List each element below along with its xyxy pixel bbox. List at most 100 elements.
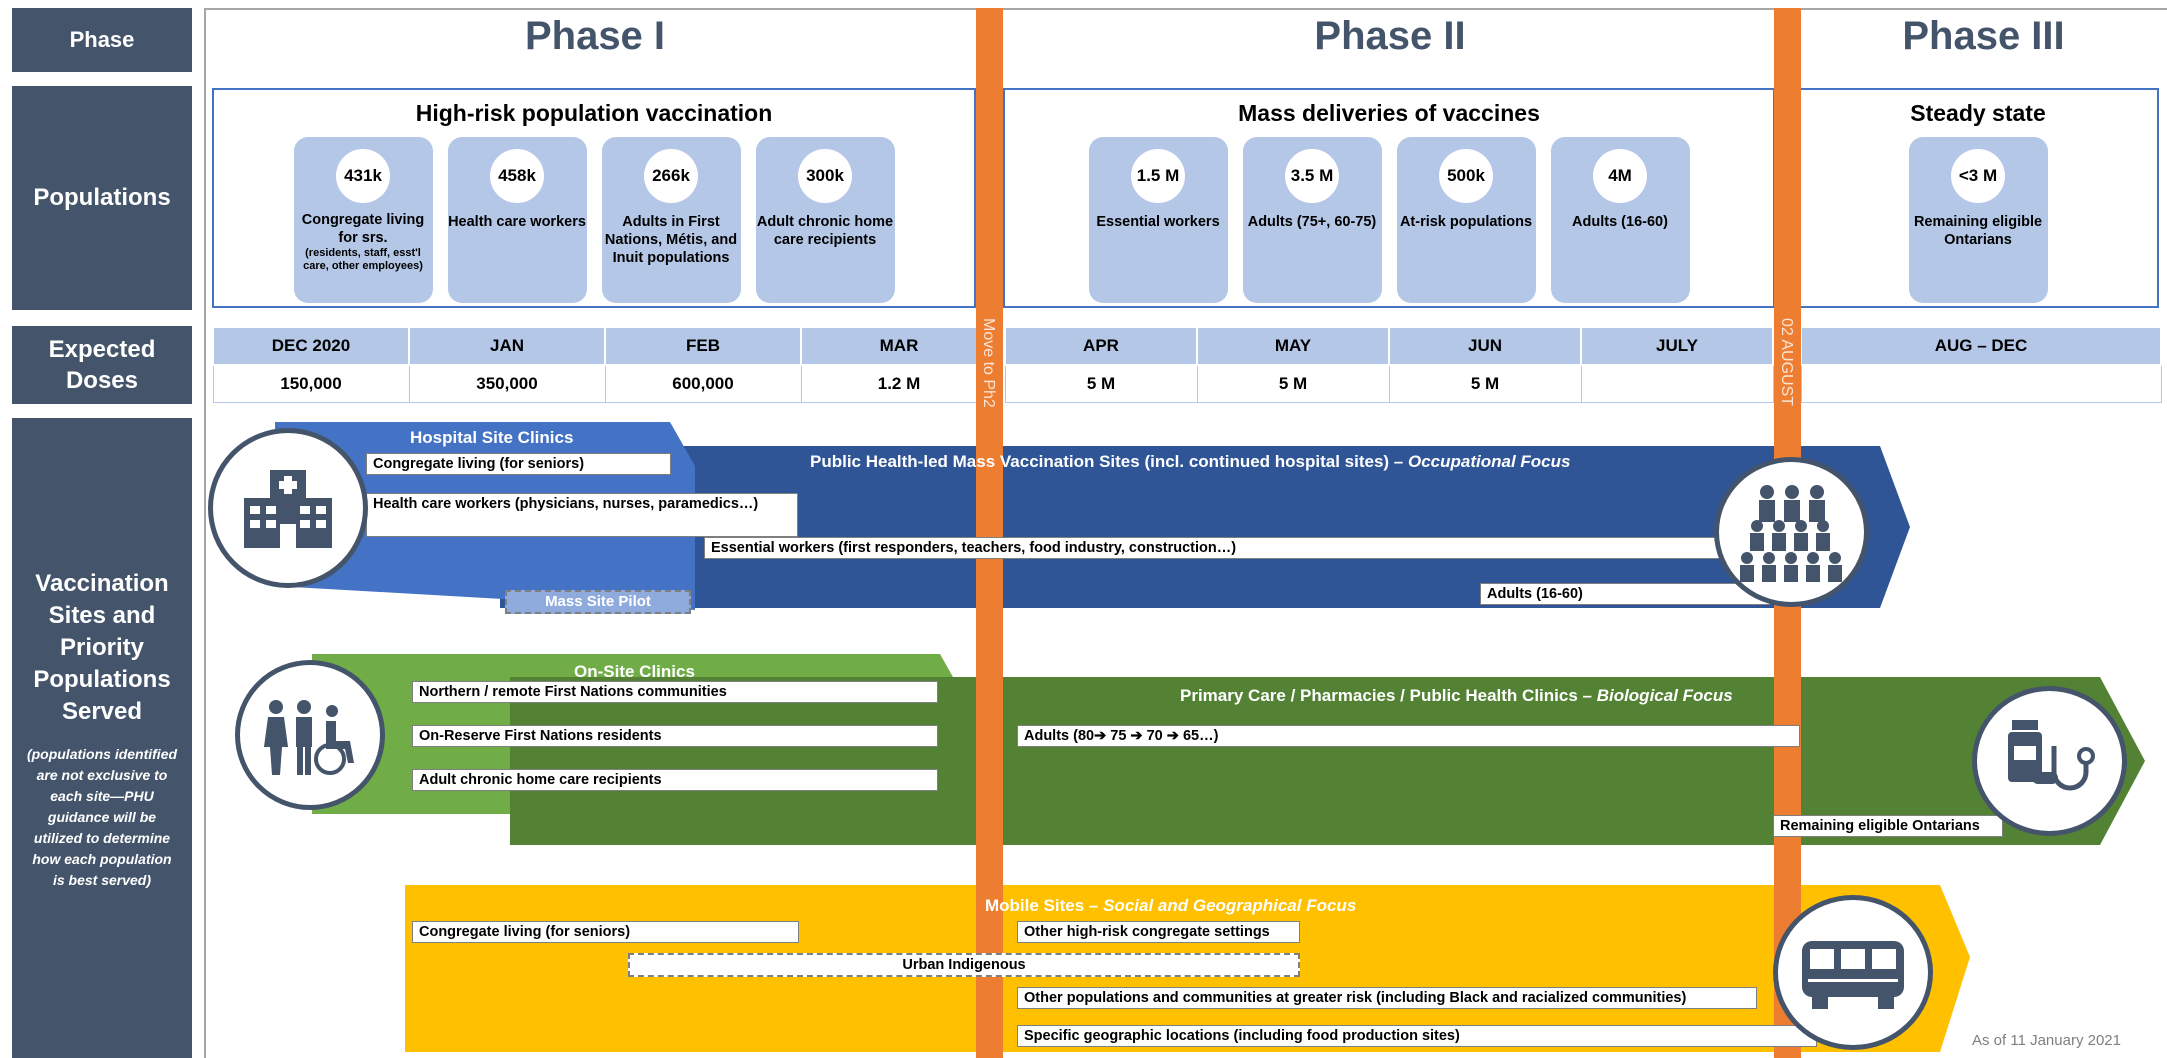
population-value: 458k <box>490 149 544 203</box>
population-label: Remaining eligible Ontarians <box>1913 214 2043 249</box>
phase-title-2: Phase II <box>1314 14 1466 58</box>
dose-value: 150,000 <box>212 364 410 403</box>
hospital-item: Congregate living (for seniors) <box>366 453 671 475</box>
row-header-sites-line: Served <box>61 698 143 725</box>
people-icon <box>235 660 385 810</box>
bottles-stethoscope-icon <box>1972 686 2127 836</box>
population-card: 500k At-risk populations <box>1396 137 1536 303</box>
dose-value: 5 M <box>1004 364 1198 403</box>
population-label: At-risk populations <box>1399 214 1533 230</box>
mass-site-pilot: Mass Site Pilot <box>505 590 691 614</box>
public-health-item: Adults (16-60) <box>1480 583 1770 605</box>
mobile-title-text: Mobile Sites – <box>985 896 1104 915</box>
row-header-sites-line: Sites and <box>48 602 156 629</box>
dose-month: MAY <box>1196 326 1390 366</box>
population-card: 458k Health care workers <box>447 137 587 303</box>
dose-value: 5 M <box>1388 364 1582 403</box>
population-label: Adult chronic home care recipients <box>756 214 894 249</box>
population-value: 4M <box>1593 149 1647 203</box>
population-label: Adults in First Nations, Métis, and Inui… <box>604 214 738 267</box>
mobile-title: Mobile Sites – Social and Geographical F… <box>985 896 1356 916</box>
doctor-icon <box>1714 457 1869 607</box>
row-header-note-line: utilized to determine <box>33 830 171 846</box>
row-header-note-line: each site—PHU <box>50 788 154 804</box>
primary-care-title: Primary Care / Pharmacies / Public Healt… <box>1180 686 1733 706</box>
mobile-item: Specific geographic locations (including… <box>1017 1025 1817 1047</box>
row-header-note-line: guidance will be <box>47 809 157 825</box>
population-value: 500k <box>1439 149 1493 203</box>
onsite-title: On-Site Clinics <box>574 662 695 681</box>
milestone-label-2: 02 AUGUST <box>1778 318 1795 407</box>
row-header-sites-line: Vaccination <box>35 570 169 597</box>
onsite-item: Adult chronic home care recipients <box>412 769 938 791</box>
dose-month: AUG – DEC <box>1800 326 2162 366</box>
phase-title-1: Phase I <box>524 14 666 58</box>
content-frame <box>204 8 2167 1058</box>
row-header-note-line: (populations identified <box>26 746 178 762</box>
population-value: <3 M <box>1951 149 2005 203</box>
mobile-item: Other populations and communities at gre… <box>1017 987 1757 1009</box>
panel-phase-3: Steady state <3 M Remaining eligible Ont… <box>1797 88 2159 308</box>
primary-care-title-text: Primary Care / Pharmacies / Public Healt… <box>1180 686 1597 705</box>
row-header-sites-line: Priority <box>59 634 145 661</box>
hospital-item: Health care workers (physicians, nurses,… <box>366 493 798 537</box>
mobile-item: Congregate living (for seniors) <box>412 921 799 943</box>
public-health-arrow <box>500 446 1910 608</box>
row-header-phase: Phase <box>12 8 192 72</box>
population-label: Adults (75+, 60-75) <box>1247 214 1377 230</box>
population-value: 431k <box>336 149 390 203</box>
panel-title: Steady state <box>1910 100 2046 126</box>
milestone-line-1 <box>976 8 1003 1058</box>
row-header-sites: Vaccination Sites and Priority Populatio… <box>12 418 192 1058</box>
public-health-focus: Occupational Focus <box>1407 452 1571 471</box>
onsite-item: Northern / remote First Nations communit… <box>412 681 938 703</box>
doses-table-phase-2: APR MAY JUN JULY 5 M 5 M 5 M <box>1004 326 1774 403</box>
mobile-item: Urban Indigenous <box>628 953 1300 977</box>
population-value: 3.5 M <box>1285 149 1339 203</box>
dose-month: JAN <box>408 326 606 366</box>
panel-phase-2: Mass deliveries of vaccines 1.5 M Essent… <box>1003 88 1775 308</box>
mobile-item: Other high-risk congregate settings <box>1017 921 1300 943</box>
primary-care-arrow <box>510 677 2145 845</box>
row-header-note-line: is best served) <box>52 872 152 888</box>
population-label: Health care workers <box>448 214 586 230</box>
panel-title: Mass deliveries of vaccines <box>1238 100 1540 126</box>
population-label: Adults (16-60) <box>1572 214 1668 230</box>
population-card: 1.5 M Essential workers <box>1088 137 1228 303</box>
dose-value: 350,000 <box>408 364 606 403</box>
doses-table-phase-1: DEC 2020 JAN FEB MAR 150,000 350,000 600… <box>212 326 998 403</box>
row-header-doses-line: Expected <box>48 335 156 363</box>
population-card: 4M Adults (16-60) <box>1550 137 1690 303</box>
dose-value: 5 M <box>1196 364 1390 403</box>
population-label: Essential workers <box>1096 214 1220 230</box>
dose-value <box>1580 364 1774 403</box>
population-sub: (residents, staff, esst'l care, other em… <box>303 247 423 273</box>
dose-value <box>1800 364 2162 403</box>
population-card: 300k Adult chronic home care recipients <box>755 137 895 303</box>
panel-phase-1: High-risk population vaccination 431k Co… <box>212 88 976 308</box>
row-header-phase-label: Phase <box>69 27 135 52</box>
row-header-note-line: how each population <box>32 851 172 867</box>
row-header-expected-doses: Expected Doses <box>12 326 192 404</box>
dose-month: MAR <box>800 326 998 366</box>
primary-care-item: Remaining eligible Ontarians <box>1773 815 2003 837</box>
row-header-sites-line: Populations <box>33 666 171 693</box>
dose-month: FEB <box>604 326 802 366</box>
hospital-title: Hospital Site Clinics <box>410 428 574 447</box>
primary-care-focus: Biological Focus <box>1596 686 1733 705</box>
dose-month: JUN <box>1388 326 1582 366</box>
population-value: 1.5 M <box>1131 149 1185 203</box>
onsite-item: On-Reserve First Nations residents <box>412 725 938 747</box>
row-header-populations-label: Populations <box>33 184 171 211</box>
population-value: 266k <box>644 149 698 203</box>
dose-value: 600,000 <box>604 364 802 403</box>
bus-icon <box>1773 895 1933 1050</box>
public-health-title: Public Health-led Mass Vaccination Sites… <box>810 452 1570 472</box>
dose-value: 1.2 M <box>800 364 998 403</box>
public-health-item: Essential workers (first responders, tea… <box>704 537 1724 559</box>
as-of-note: As of 11 January 2021 <box>1972 1032 2121 1049</box>
doses-table-phase-3: AUG – DEC <box>1800 326 2162 403</box>
population-card: <3 M Remaining eligible Ontarians <box>1908 137 2048 303</box>
row-header-doses-line: Doses <box>65 367 139 394</box>
hospital-icon <box>208 428 368 588</box>
